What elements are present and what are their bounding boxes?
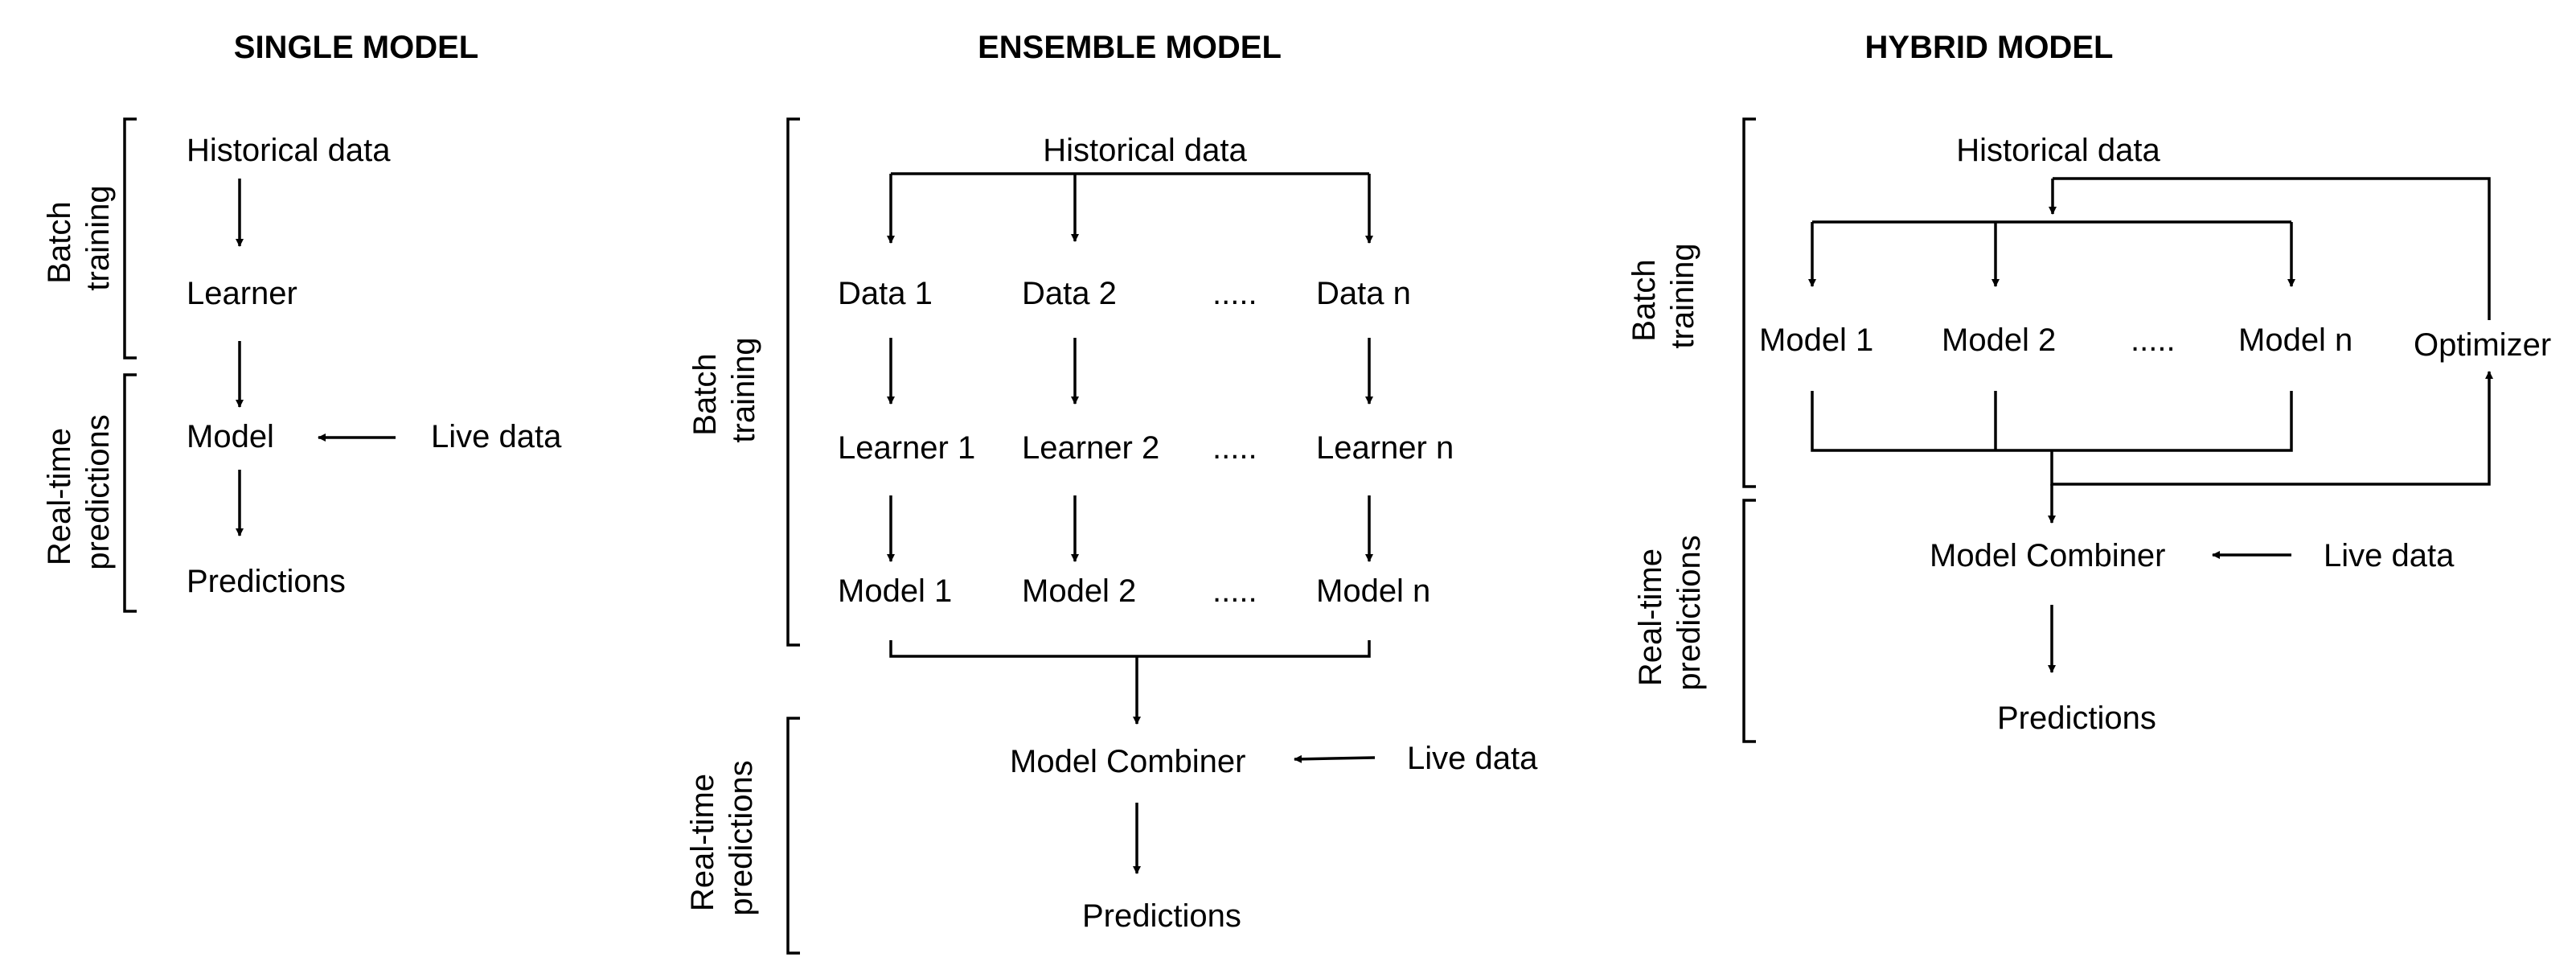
single-realtime-bracket [123, 373, 137, 613]
ensemble-realtime-label: Real-time predictions [685, 760, 759, 915]
hybrid-live-data: Live data [2324, 538, 2455, 573]
ensemble-data-ellipsis: ..... [1212, 276, 1257, 311]
hybrid-realtime-bracket [1742, 499, 1756, 743]
hybrid-model-1: Model 1 [1759, 323, 1873, 358]
ensemble-model-1: Model 1 [838, 573, 952, 609]
ensemble-predictions: Predictions [1082, 898, 1241, 934]
ensemble-batch-bracket [786, 117, 800, 647]
single-batch-label: Batch training [42, 185, 116, 290]
hybrid-model-title: HYBRID MODEL [1865, 30, 2114, 65]
ensemble-model-ellipsis: ..... [1212, 573, 1257, 609]
single-live-data: Live data [431, 419, 562, 454]
hybrid-merge-bracket [1811, 391, 2293, 452]
hybrid-model-panel: HYBRID MODEL Batch training Real-time pr… [1626, 30, 2551, 743]
ensemble-live-data: Live data [1407, 741, 1538, 776]
ensemble-learner-1: Learner 1 [838, 430, 975, 466]
hybrid-model-2: Model 2 [1942, 323, 2056, 358]
ensemble-model-n: Model n [1316, 573, 1430, 609]
single-realtime-label: Real-time predictions [42, 414, 116, 569]
single-model-title: SINGLE MODEL [234, 30, 478, 65]
ensemble-batch-label: Batch training [687, 337, 761, 442]
single-learner: Learner [187, 276, 297, 311]
single-historical-data: Historical data [187, 133, 391, 168]
ensemble-merge-bracket [889, 640, 1371, 658]
ensemble-model-2: Model 2 [1022, 573, 1136, 609]
single-predictions: Predictions [187, 564, 346, 599]
hybrid-model-combiner: Model Combiner [1930, 538, 2165, 573]
hybrid-predictions: Predictions [1997, 701, 2156, 736]
hybrid-arrow-to-optimizer [2050, 371, 2493, 486]
hybrid-batch-bracket [1742, 117, 1756, 488]
hybrid-historical-data: Historical data [1956, 133, 2160, 168]
ensemble-learner-n: Learner n [1316, 430, 1454, 466]
single-model: Model [187, 419, 274, 454]
ensemble-historical-data: Historical data [1043, 133, 1247, 168]
hybrid-model-n: Model n [2238, 323, 2352, 358]
ensemble-learner-2: Learner 2 [1022, 430, 1159, 466]
hybrid-batch-label: Batch training [1626, 243, 1700, 348]
hybrid-model-ellipsis: ..... [2131, 323, 2176, 358]
ensemble-model-panel: ENSEMBLE MODEL Batch training Real-time … [685, 30, 1538, 955]
ensemble-arrow-live-to-combiner [1294, 754, 1376, 763]
ensemble-model-title: ENSEMBLE MODEL [978, 30, 1282, 65]
ensemble-model-combiner: Model Combiner [1010, 744, 1245, 779]
hybrid-realtime-label: Real-time predictions [1633, 535, 1707, 690]
single-model-panel: SINGLE MODEL Batch training Real-time pr… [42, 30, 562, 613]
ensemble-learner-ellipsis: ..... [1212, 430, 1257, 466]
ensemble-realtime-bracket [786, 717, 800, 955]
ensemble-data-2: Data 2 [1022, 276, 1117, 311]
ensemble-data-1: Data 1 [838, 276, 933, 311]
single-batch-bracket [123, 117, 137, 360]
ensemble-data-n: Data n [1316, 276, 1411, 311]
hybrid-optimizer-feedback-line [2053, 177, 2491, 320]
hybrid-optimizer: Optimizer [2414, 327, 2551, 363]
